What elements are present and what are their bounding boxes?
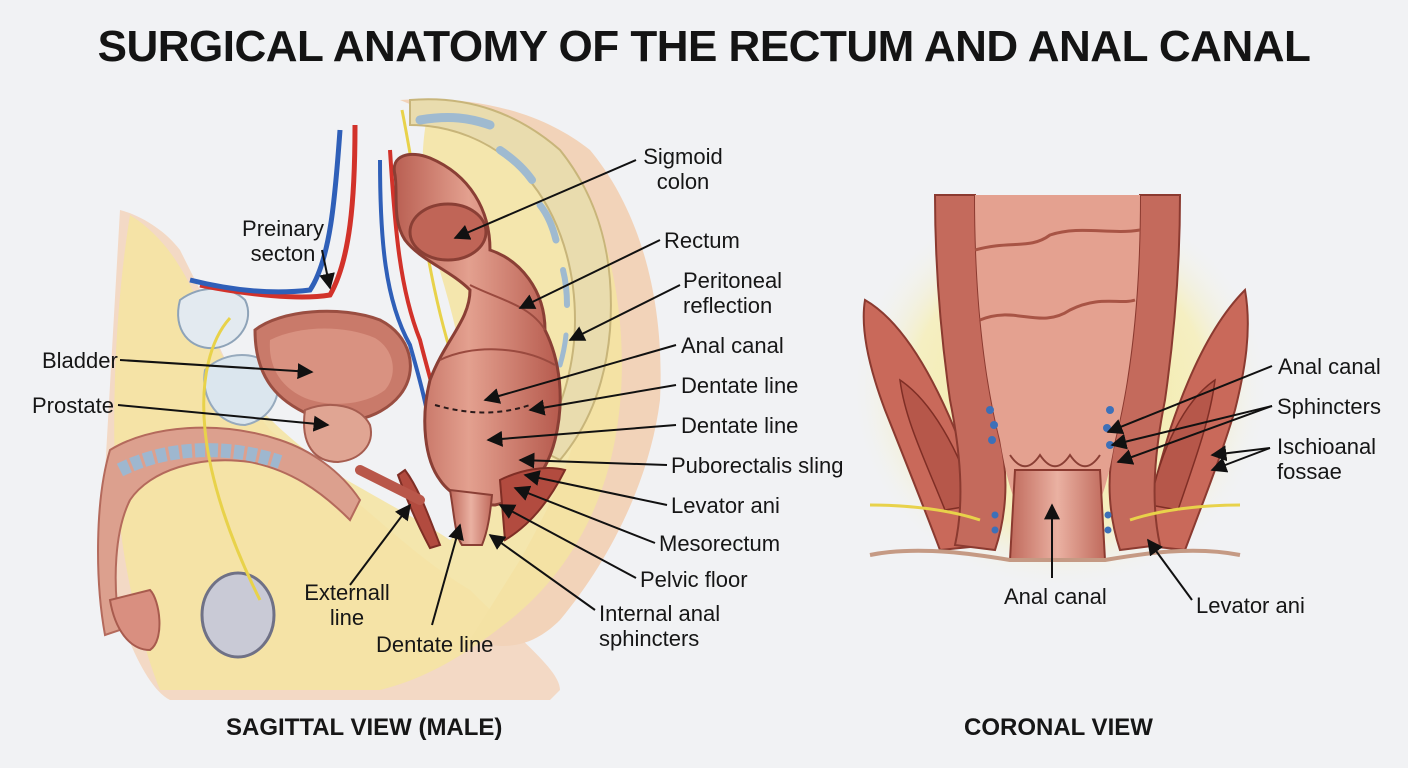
label-anal-canal: Anal canal (681, 333, 784, 358)
label-mesorectum: Mesorectum (659, 531, 781, 556)
label-anal-canal-right: Anal canal (1278, 354, 1381, 379)
corpus-cavernosum (116, 443, 283, 477)
label-dentate-line-1: Dentate line (681, 373, 799, 398)
label-ischioanal-fossae: Ischioanal fossae (1277, 434, 1377, 484)
dentate-line (434, 404, 531, 414)
caption-coronal-view: CORONAL VIEW (964, 714, 1153, 741)
label-pelvic-floor: Pelvic floor (640, 567, 748, 592)
glans (108, 588, 161, 652)
artery (199, 124, 358, 300)
rectal-lumen (975, 195, 1140, 500)
anal-canal-coronal (1008, 469, 1107, 561)
prostate (303, 404, 372, 464)
label-bladder: Bladder (42, 348, 118, 373)
label-levator-ani: Levator ani (671, 493, 780, 518)
label-sigmoid-colon: Sigmoid colon (643, 144, 723, 194)
label-puborectalis-sling: Puborectalis sling (671, 453, 844, 478)
label-internal-anal-sphincters: Internal anal sphincters (599, 601, 721, 651)
pubic-bone (177, 287, 250, 350)
caption-sagittal-view: SAGITTAL VIEW (MALE) (226, 714, 503, 741)
label-rectum: Rectum (664, 228, 740, 253)
sigmoid-colon (408, 202, 488, 262)
penis (97, 426, 362, 637)
label-dentate-line-bottom: Dentate line (376, 632, 494, 657)
vein (189, 129, 343, 295)
label-sphincters: Sphincters (1277, 394, 1381, 419)
label-anal-canal-bottom: Anal canal (1004, 584, 1107, 609)
puborectalis (355, 465, 425, 505)
sagittal-leaders (117, 159, 681, 626)
coronal-view (850, 190, 1273, 601)
label-external-line: Externall line (304, 580, 390, 630)
label-preinary-section: Preinary secton (242, 216, 324, 266)
sagittal-view (97, 98, 681, 700)
sacrum (409, 98, 612, 462)
dentate-line-coronal (1009, 453, 1101, 468)
label-levator-ani-coronal: Levator ani (1196, 593, 1305, 618)
testis (200, 571, 276, 659)
label-prostate: Prostate (32, 393, 114, 418)
page-title: SURGICAL ANATOMY OF THE RECTUM AND ANAL … (97, 22, 1311, 71)
label-dentate-line-2: Dentate line (681, 413, 799, 438)
label-peritoneal-reflection: Peritoneal reflection (683, 268, 783, 318)
coronal-leaders (1044, 365, 1273, 601)
pubic-symphysis (203, 354, 280, 427)
